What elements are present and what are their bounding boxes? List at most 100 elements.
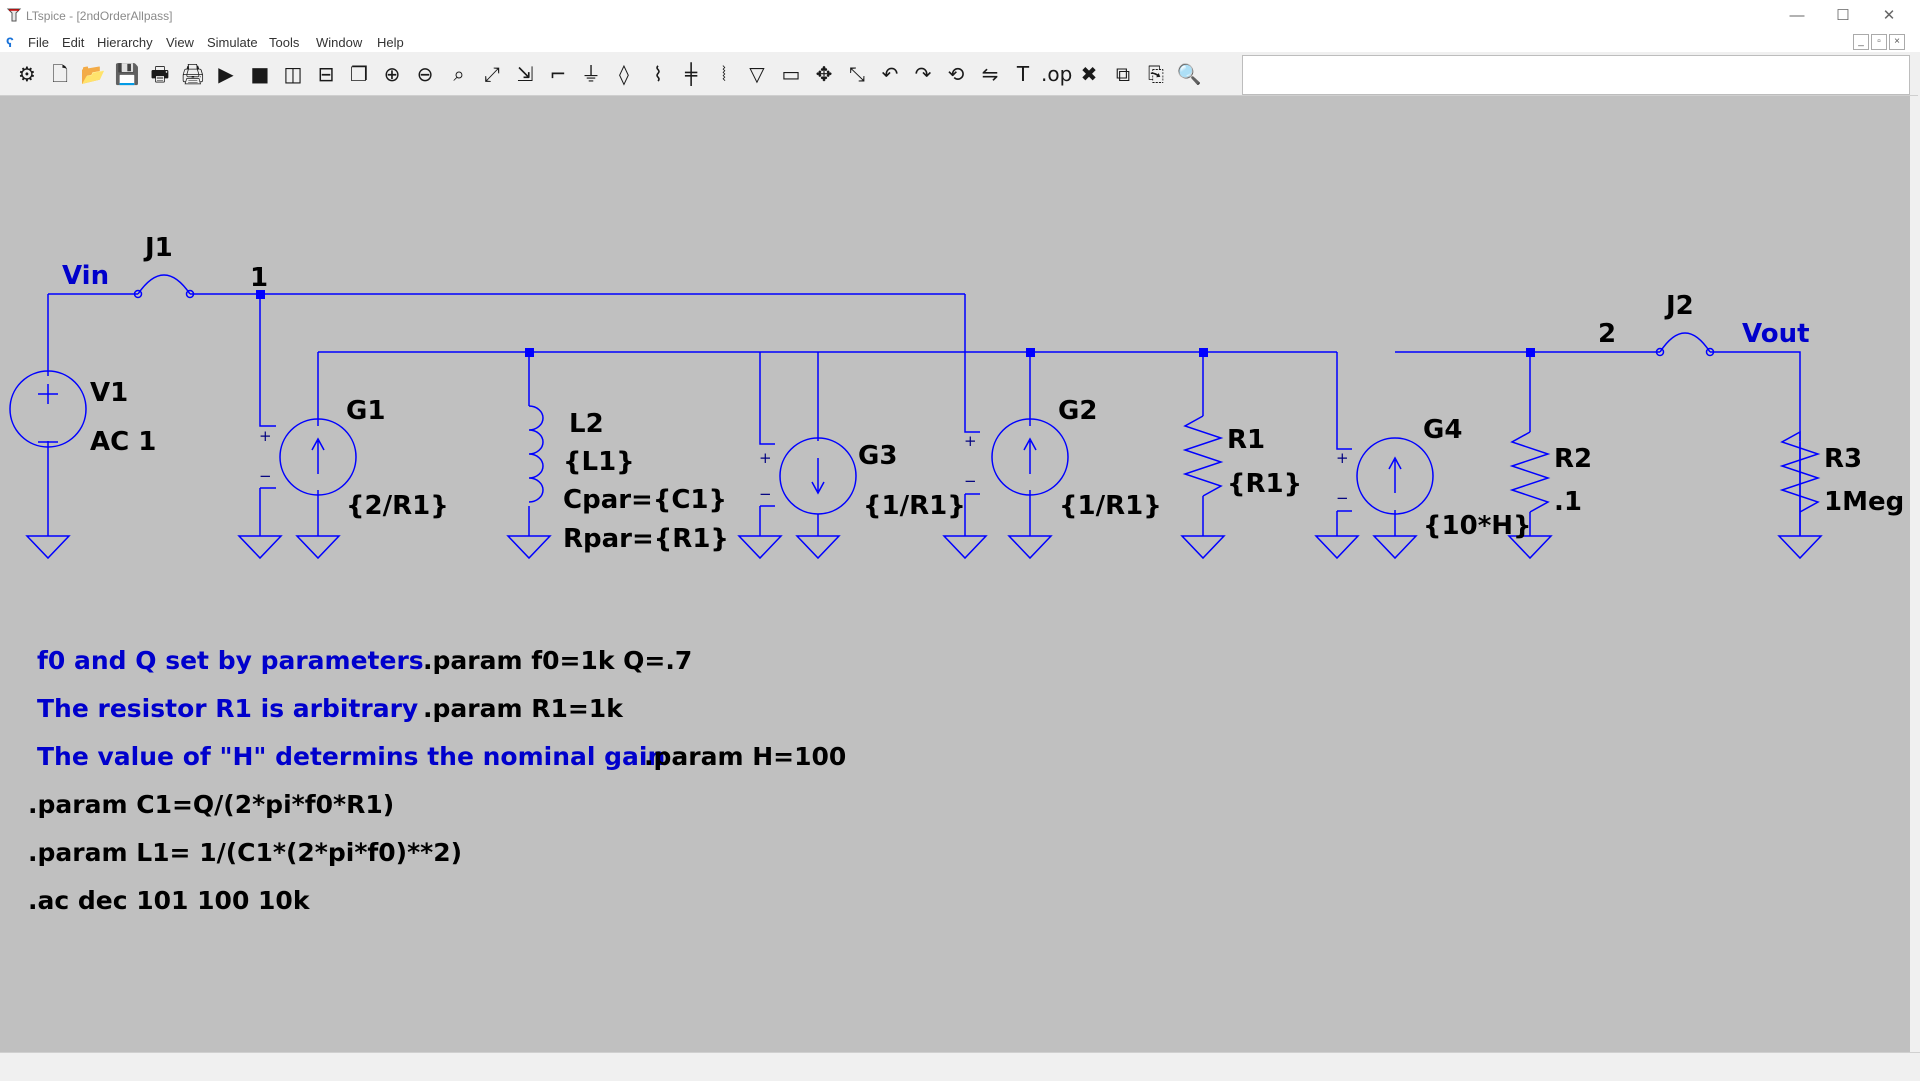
net-label-2[interactable]: 2	[1598, 319, 1616, 349]
print-icon[interactable]: 🖶	[150, 62, 170, 86]
r2-name: R2	[1554, 444, 1592, 474]
halt-icon[interactable]: ■	[250, 62, 270, 86]
cascade-icon[interactable]: ❐	[350, 62, 368, 86]
r2-resistor[interactable]	[1509, 431, 1551, 513]
zoom-fit-icon[interactable]: ⌕	[453, 62, 465, 86]
duplicate-icon[interactable]: ⧉	[1115, 62, 1131, 86]
menu-simulate[interactable]: Simulate	[207, 35, 258, 50]
directive-param-r1[interactable]: .param R1=1k	[423, 694, 624, 723]
schematic-canvas[interactable]: + − + − + − + − Vin 1 2 Vout J1 J2 V1 AC…	[0, 96, 1910, 1052]
component-icon[interactable]: ▭	[781, 62, 801, 86]
l2-inductor[interactable]	[528, 405, 544, 503]
maximize-button[interactable]: ☐	[1836, 7, 1850, 24]
drag-icon[interactable]: ⤡	[849, 62, 865, 86]
doc-restore-button[interactable]: ▫	[1871, 34, 1887, 50]
menu-tools[interactable]: Tools	[269, 35, 300, 50]
autoscale-icon[interactable]: ⇲	[516, 62, 534, 86]
open-icon[interactable]: 📂	[80, 62, 106, 86]
g2-minus-pin: −	[964, 472, 977, 490]
g4-plus-pin: +	[1336, 449, 1349, 467]
g4-name: G4	[1423, 415, 1462, 445]
close-window-button[interactable]: ✕	[1882, 7, 1896, 24]
doc-minimize-button[interactable]: _	[1853, 34, 1869, 50]
menu-window[interactable]: Window	[316, 35, 363, 50]
j2-jumper[interactable]	[1655, 332, 1715, 357]
v1-value: AC 1	[90, 427, 156, 457]
schematic-svg[interactable]: + − + − + − + − Vin 1 2 Vout J1 J2 V1 AC…	[0, 96, 1910, 1052]
redo-icon[interactable]: ↷	[914, 62, 932, 86]
inductor-icon[interactable]: ⦚	[721, 62, 727, 86]
g2-plus-pin: +	[964, 432, 977, 450]
directive-param-l1[interactable]: .param L1= 1/(C1*(2*pi*f0)**2)	[28, 838, 462, 867]
menu-hierarchy[interactable]: Hierarchy	[97, 35, 153, 50]
g1-minus-pin: −	[259, 467, 272, 485]
menu-bar: ʕ File Edit Hierarchy View Simulate Tool…	[0, 32, 1920, 52]
vertical-scrollbar[interactable]	[1910, 96, 1920, 1052]
new-schematic-icon[interactable]: 🗋	[51, 62, 69, 86]
comment-f0-q[interactable]: f0 and Q set by parameters	[37, 646, 424, 675]
minimize-button[interactable]: —	[1789, 7, 1805, 24]
undo-icon[interactable]: ↶	[881, 62, 899, 86]
run-icon[interactable]: ▶	[218, 62, 234, 86]
mirror-icon[interactable]: ⇋	[981, 62, 999, 86]
menu-view[interactable]: View	[166, 35, 194, 50]
zoom-full-icon[interactable]: ⤢	[484, 62, 500, 86]
g1-plus-pin: +	[259, 427, 272, 445]
directive-ac-analysis[interactable]: .ac dec 101 100 10k	[28, 886, 311, 915]
g4-value: {10*H}	[1423, 511, 1532, 541]
delete-icon[interactable]: ✖	[1080, 62, 1098, 86]
doc-close-button[interactable]: ×	[1889, 34, 1905, 50]
l2-rpar: Rpar={R1}	[563, 524, 729, 554]
resistor-icon[interactable]: ⌇	[653, 62, 663, 86]
paste-icon[interactable]: ⎘	[1148, 62, 1164, 86]
toolbar-blank-area	[1242, 55, 1910, 95]
net-label-vout[interactable]: Vout	[1742, 319, 1810, 349]
zoom-out-icon[interactable]: ⊖	[416, 62, 434, 86]
capacitor-icon[interactable]: ╪	[684, 62, 698, 86]
net-label-1[interactable]: 1	[250, 263, 268, 293]
v1-voltage-source[interactable]	[9, 370, 87, 448]
j1-jumper[interactable]	[133, 274, 195, 299]
g2-value: {1/R1}	[1059, 491, 1162, 521]
find-icon[interactable]: 🔍	[1176, 62, 1202, 86]
move-icon[interactable]: ✥	[815, 62, 833, 86]
comment-h-gain[interactable]: The value of "H" determins the nominal g…	[37, 742, 665, 771]
net-label-vin[interactable]: Vin	[62, 261, 109, 291]
directive-param-f0-q[interactable]: .param f0=1k Q=.7	[423, 646, 692, 675]
menu-file[interactable]: File	[28, 35, 49, 50]
r3-resistor[interactable]	[1779, 430, 1821, 513]
r1-resistor[interactable]	[1182, 415, 1224, 497]
menu-help[interactable]: Help	[377, 35, 404, 50]
g3-plus-pin: +	[759, 449, 772, 467]
comment-r1-arbitrary[interactable]: The resistor R1 is arbitrary	[37, 694, 418, 723]
diode-icon[interactable]: ▽	[749, 62, 765, 86]
g4-current-source[interactable]	[1356, 437, 1434, 515]
l2-cpar: Cpar={C1}	[563, 485, 727, 515]
wire-icon[interactable]: ⌐	[549, 62, 567, 86]
tile-vertical-icon[interactable]: ◫	[283, 62, 303, 86]
save-icon[interactable]: 💾	[114, 62, 140, 86]
label-net-icon[interactable]: ◊	[619, 62, 629, 86]
directive-param-h[interactable]: .param H=100	[644, 742, 846, 771]
schematic-doc-icon[interactable]: ʕ	[6, 34, 14, 50]
l2-value: {L1}	[563, 447, 635, 477]
g3-current-source[interactable]	[779, 437, 857, 515]
spice-directive-icon[interactable]: .op	[1041, 62, 1073, 86]
g3-value: {1/R1}	[863, 491, 966, 521]
tile-horizontal-icon[interactable]: ⊟	[317, 62, 335, 86]
status-bar	[0, 1052, 1920, 1081]
ground-icon[interactable]: ⏚	[581, 62, 601, 86]
g1-value: {2/R1}	[346, 491, 449, 521]
control-panel-icon[interactable]: ⚙	[18, 62, 36, 86]
text-icon[interactable]: T	[1016, 62, 1030, 86]
g1-current-source[interactable]	[279, 418, 357, 496]
g2-current-source[interactable]	[991, 418, 1069, 496]
directive-param-c1[interactable]: .param C1=Q/(2*pi*f0*R1)	[28, 790, 394, 819]
menu-edit[interactable]: Edit	[62, 35, 85, 50]
g4-minus-pin: −	[1336, 489, 1349, 507]
zoom-in-icon[interactable]: ⊕	[383, 62, 401, 86]
rotate-icon[interactable]: ⟲	[947, 62, 965, 86]
print-setup-icon[interactable]: 🖨	[180, 62, 206, 86]
g1-name: G1	[346, 396, 385, 426]
r2-value: .1	[1554, 487, 1582, 517]
